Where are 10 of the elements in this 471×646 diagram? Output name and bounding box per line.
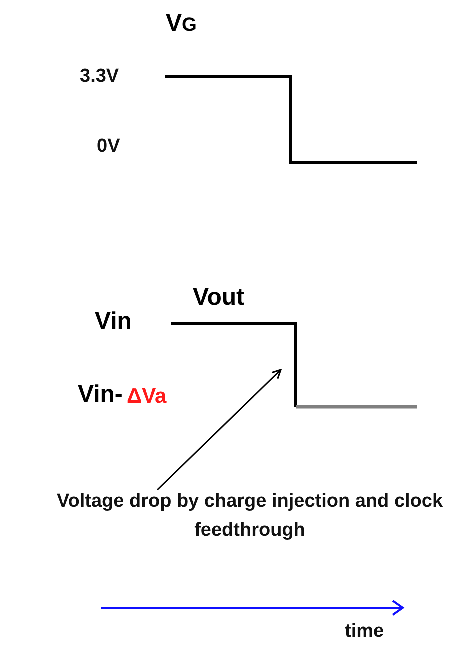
axis-label: ΔVa bbox=[127, 386, 167, 407]
axis-label: Vin bbox=[95, 310, 132, 334]
leader-line bbox=[157, 369, 282, 491]
axis-label: Vin- bbox=[78, 383, 123, 407]
axis-label: Vout bbox=[193, 286, 245, 310]
output-voltage-waveform bbox=[170, 322, 418, 410]
annotation-text: Voltage drop by charge injection and clock feedthrough bbox=[30, 487, 470, 545]
axis-label: time bbox=[345, 622, 384, 641]
axis-label: 0V bbox=[97, 137, 120, 156]
axis-label: 3.3V bbox=[80, 67, 120, 86]
